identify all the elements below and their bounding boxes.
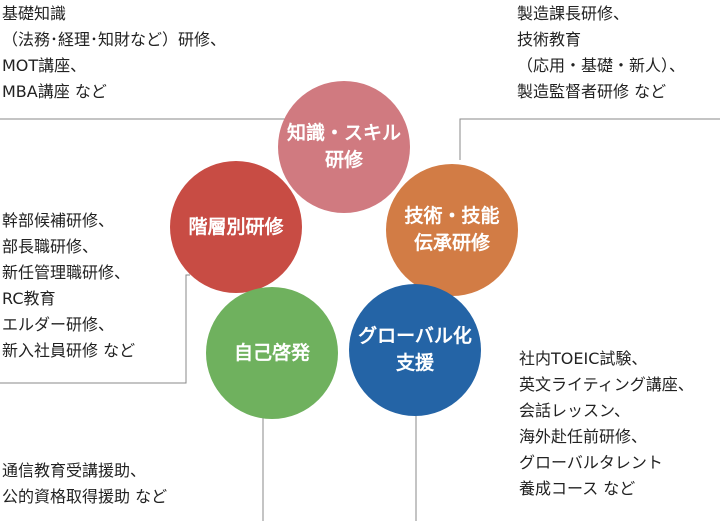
note-line: 新任管理職研修、 [2, 263, 131, 282]
label-tech: 技術・技能 伝承研修 [382, 203, 522, 257]
circle-rank [170, 161, 302, 293]
note-line: 部長職研修、 [2, 237, 99, 256]
note-line: 技術教育 [517, 30, 582, 49]
connector-lines [0, 118, 720, 521]
note-line: MOT講座、 [2, 56, 87, 75]
circle-global [349, 284, 481, 416]
note-line: 通信教育受講援助、 [2, 461, 147, 480]
label-knowledge: 知識・スキル 研修 [274, 120, 414, 174]
note-line: 製造監督者研修 など [517, 82, 667, 101]
connector-tech [459, 118, 720, 160]
label-tech-line: 伝承研修 [413, 232, 490, 254]
note-line: （法務･経理･知財など）研修、 [2, 30, 227, 49]
label-rank: 階層別研修 [166, 214, 306, 241]
label-self: 自己啓発 [202, 340, 342, 367]
note-line: MBA講座 など [2, 82, 107, 101]
connector-rank [0, 274, 190, 384]
circle-tech [386, 164, 518, 296]
note-line: RC教育 [2, 289, 56, 308]
note-line: 幹部候補研修、 [2, 211, 115, 230]
label-global-line: 支援 [395, 352, 434, 374]
label-tech-line: 技術・技能 [404, 205, 500, 227]
note-self: 通信教育受講援助、 公的資格取得援助 など [2, 458, 167, 510]
label-global: グローバル化 支援 [340, 323, 490, 377]
label-self-line: 自己啓発 [233, 342, 310, 364]
note-line: 社内TOEIC試験、 [519, 349, 648, 368]
note-line: 英文ライティング講座、 [519, 375, 694, 394]
note-knowledge: 基礎知識 （法務･経理･知財など）研修、 MOT講座、 MBA講座 など [2, 1, 226, 105]
note-line: 公的資格取得援助 など [2, 487, 168, 506]
note-line: 海外赴任前研修、 [519, 427, 648, 446]
note-line: 基礎知識 [2, 4, 67, 23]
note-line: 会話レッスン、 [519, 401, 631, 420]
circle-self [206, 287, 338, 419]
label-rank-line: 階層別研修 [188, 216, 284, 238]
label-global-line: グローバル化 [358, 325, 472, 347]
label-knowledge-line: 知識・スキル [286, 122, 401, 144]
note-line: 養成コース など [519, 479, 636, 498]
circle-knowledge [278, 81, 410, 213]
note-line: エルダー研修、 [2, 315, 115, 334]
note-line: （応用・基礎・新人）、 [517, 56, 686, 75]
note-global: 社内TOEIC試験、 英文ライティング講座、 会話レッスン、 海外赴任前研修、 … [519, 346, 694, 502]
note-tech: 製造課長研修、 技術教育 （応用・基礎・新人）、 製造監督者研修 など [517, 1, 685, 105]
note-line: 製造課長研修、 [517, 4, 630, 23]
label-knowledge-line: 研修 [324, 149, 363, 171]
note-line: グローバルタレント [519, 453, 663, 472]
note-rank: 幹部候補研修、 部長職研修、 新任管理職研修、 RC教育 エルダー研修、 新入社… [2, 208, 135, 364]
note-line: 新入社員研修 など [2, 341, 136, 360]
